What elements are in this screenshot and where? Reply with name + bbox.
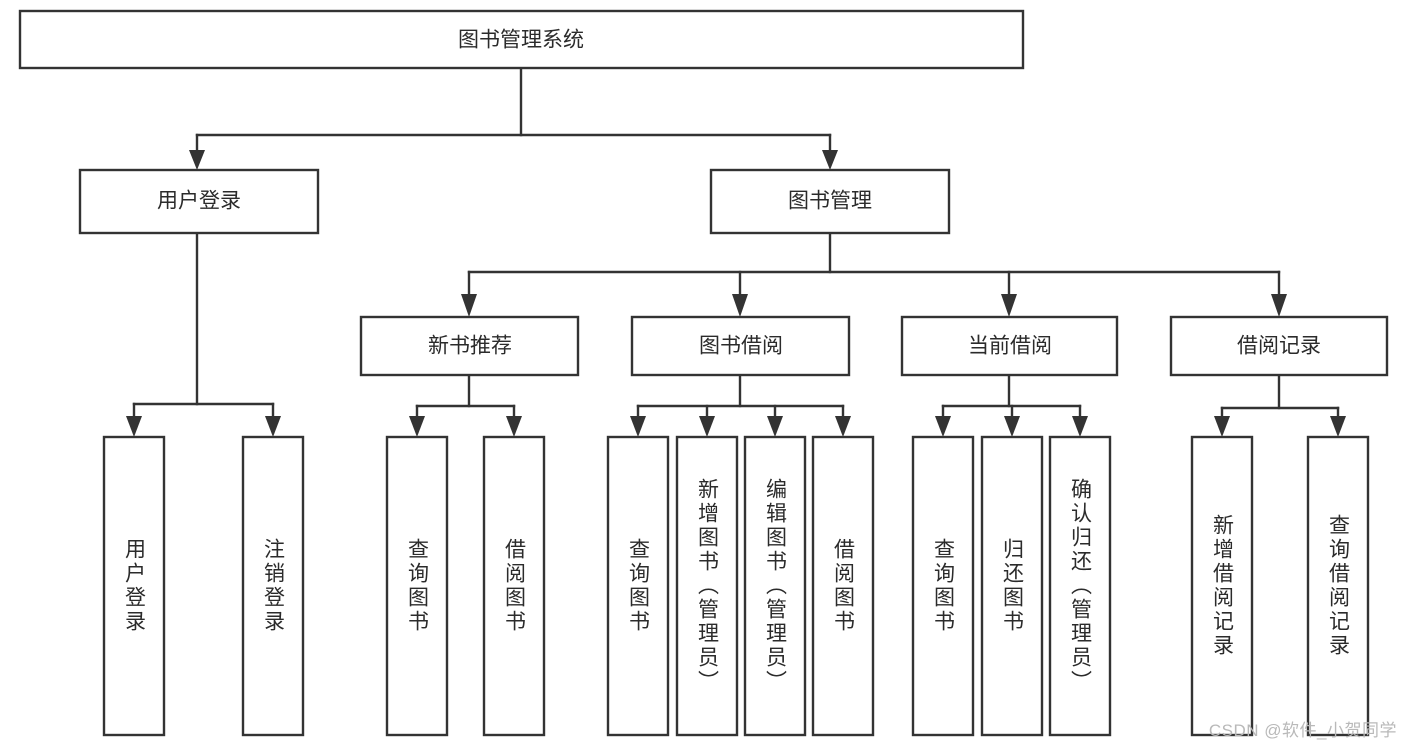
csdn-watermark: CSDN @软件_小贺同学 bbox=[1208, 721, 1397, 740]
arrowhead-leaf-add-book bbox=[699, 416, 715, 437]
node-user-login-box[interactable] bbox=[78, 168, 320, 235]
leaf-query-record-box[interactable] bbox=[1306, 435, 1370, 737]
arrowhead-leaf-user-login bbox=[126, 416, 142, 437]
connector-group-book-borrow-to-leaves bbox=[630, 373, 851, 437]
node-book-borrow-label: 图书借阅 bbox=[699, 335, 783, 358]
leaf-borrow-book-2-box[interactable] bbox=[811, 435, 875, 737]
arrowhead-leaf-query-book-2 bbox=[630, 416, 646, 437]
node-book-borrow-box[interactable] bbox=[630, 315, 851, 377]
connector-group-book-manage-to-level3 bbox=[461, 231, 1287, 317]
leaf-query-book-1-box[interactable] bbox=[385, 435, 449, 737]
arrowhead-current-borrow bbox=[1001, 294, 1017, 317]
arrowhead-leaf-logout-login bbox=[265, 416, 281, 437]
leaf-query-book-2-box[interactable] bbox=[606, 435, 670, 737]
leaf-return-book-box[interactable] bbox=[980, 435, 1044, 737]
arrowhead-leaf-confirm-return bbox=[1072, 416, 1088, 437]
connector-group-user-login-to-leaves bbox=[126, 231, 281, 437]
node-new-book-recommend[interactable]: 新书推荐 bbox=[359, 315, 580, 377]
node-book-borrow[interactable]: 图书借阅 bbox=[630, 315, 851, 377]
node-borrow-record-label: 借阅记录 bbox=[1237, 335, 1321, 358]
leaf-query-book-3-box[interactable] bbox=[911, 435, 975, 737]
arrowhead-leaf-add-record bbox=[1214, 416, 1230, 437]
node-current-borrow-label: 当前借阅 bbox=[968, 335, 1052, 358]
arrowhead-new-book-recommend bbox=[461, 294, 477, 317]
arrowhead-book-manage bbox=[822, 150, 838, 170]
node-book-manage-label: 图书管理 bbox=[788, 190, 872, 213]
arrowhead-leaf-query-book-1 bbox=[409, 416, 425, 437]
node-current-borrow-box[interactable] bbox=[900, 315, 1119, 377]
arrowhead-book-borrow bbox=[732, 294, 748, 317]
node-book-manage[interactable]: 图书管理 bbox=[709, 168, 951, 235]
connector-group-new-book-recommend-to-leaves bbox=[409, 373, 522, 437]
node-root[interactable]: 图书管理系统 bbox=[18, 9, 1025, 70]
arrowhead-leaf-return-book bbox=[1004, 416, 1020, 437]
connector-group-borrow-record-to-leaves bbox=[1214, 373, 1346, 437]
leaf-edit-book-box[interactable] bbox=[743, 435, 807, 737]
connector-group-root-to-level2 bbox=[189, 66, 838, 170]
node-new-book-recommend-label: 新书推荐 bbox=[428, 335, 512, 358]
node-user-login[interactable]: 用户登录 bbox=[78, 168, 320, 235]
leaf-confirm-return-box[interactable] bbox=[1048, 435, 1112, 737]
arrowhead-borrow-record bbox=[1271, 294, 1287, 317]
arrowhead-leaf-borrow-book-1 bbox=[506, 416, 522, 437]
leaf-add-record-box[interactable] bbox=[1190, 435, 1254, 737]
node-borrow-record-box[interactable] bbox=[1169, 315, 1389, 377]
leaf-user-login-box[interactable] bbox=[102, 435, 166, 737]
node-borrow-record[interactable]: 借阅记录 bbox=[1169, 315, 1389, 377]
arrowhead-leaf-edit-book bbox=[767, 416, 783, 437]
node-user-login-label: 用户登录 bbox=[157, 190, 241, 213]
connector-group-current-borrow-to-leaves bbox=[935, 373, 1088, 437]
leaf-add-book-box[interactable] bbox=[675, 435, 739, 737]
node-current-borrow[interactable]: 当前借阅 bbox=[900, 315, 1119, 377]
arrowhead-leaf-borrow-book-2 bbox=[835, 416, 851, 437]
arrowhead-leaf-query-book-3 bbox=[935, 416, 951, 437]
leaf-logout-login-box[interactable] bbox=[241, 435, 305, 737]
arrowhead-user-login bbox=[189, 150, 205, 170]
node-root-box[interactable] bbox=[18, 9, 1025, 70]
node-root-label: 图书管理系统 bbox=[458, 29, 584, 52]
node-book-manage-box[interactable] bbox=[709, 168, 951, 235]
leaf-borrow-book-1-box[interactable] bbox=[482, 435, 546, 737]
node-new-book-recommend-box[interactable] bbox=[359, 315, 580, 377]
arrowhead-leaf-query-record bbox=[1330, 416, 1346, 437]
leaf-boxes-group bbox=[102, 435, 1370, 737]
